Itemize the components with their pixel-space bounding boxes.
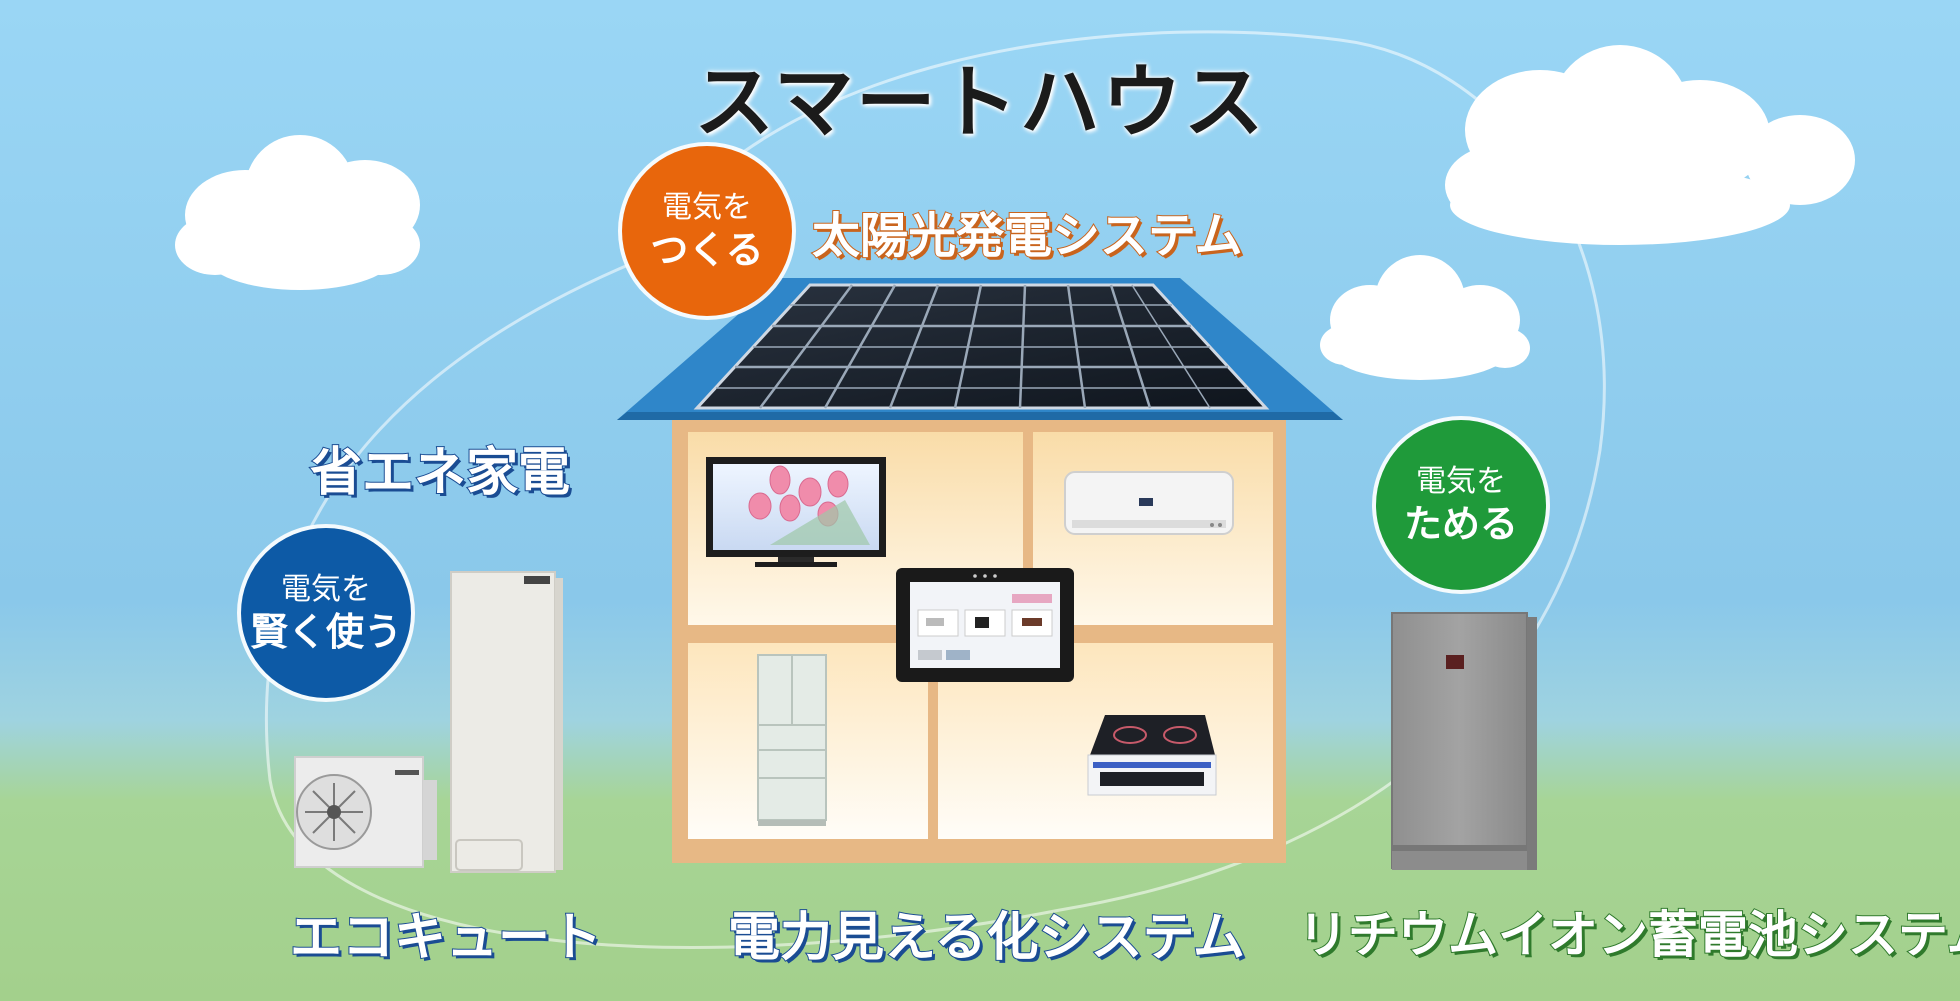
badge-smart-line2: 賢く使う [249, 610, 402, 654]
label-power-visualization-system: 電力見える化システム [727, 907, 1246, 969]
heat-pump-unit-icon [294, 756, 437, 868]
badge-use-wisely: 電気を 賢く使う [241, 528, 411, 698]
badge-store-line2: ためる [1403, 502, 1518, 546]
storage-battery-icon [1391, 612, 1537, 870]
roof-edge [617, 412, 1343, 420]
label-lithium-ion-battery-system: リチウムイオン蓄電池システム [1297, 905, 1960, 965]
swirl-line [264, 30, 1606, 949]
badge-store-line1: 電気を [1416, 464, 1506, 499]
power-monitor-tablet-icon [896, 568, 1074, 682]
badge-make-line1: 電気を [662, 190, 752, 225]
label-solar-power-system: 太陽光発電システム [811, 207, 1244, 265]
cloud-left [175, 135, 420, 290]
air-conditioner-icon [1064, 471, 1234, 535]
cloud-right-small [1320, 255, 1530, 380]
refrigerator-icon [757, 654, 827, 826]
badge-make-electricity: 電気を つくる [622, 146, 792, 316]
label-energy-saving-appliances: 省エネ家電 [309, 442, 571, 504]
badge-smart-line1: 電気を [281, 572, 371, 607]
page-title: スマートハウス [694, 56, 1266, 149]
badge-make-line2: つくる [650, 228, 764, 272]
ih-cooktop-icon [1087, 715, 1217, 796]
badge-store-electricity: 電気を ためる [1376, 420, 1546, 590]
label-ecocute: エコキュート [289, 907, 603, 969]
hot-water-tank-icon [450, 571, 563, 873]
cloud-right-large [1445, 45, 1855, 245]
solar-panel-grid [716, 284, 1247, 409]
tv-icon [706, 457, 886, 567]
